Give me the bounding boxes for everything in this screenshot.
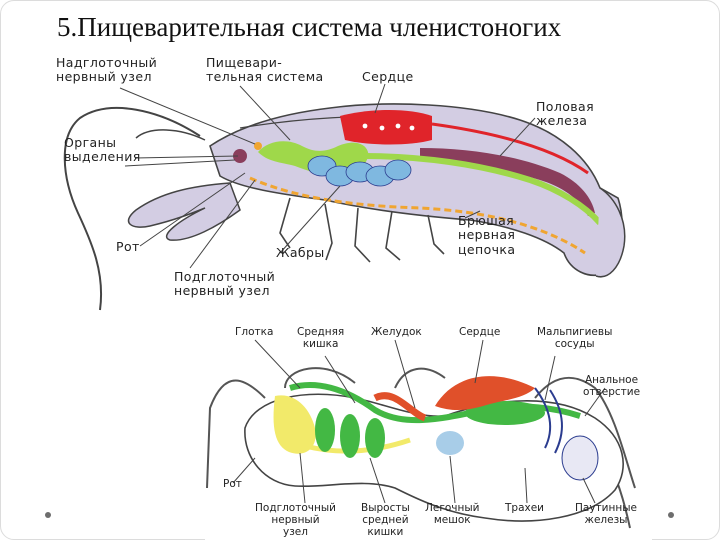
label-malpighian: Мальпигиевы сосуды xyxy=(537,326,613,351)
spider-diagram: Глотка Средняя кишка Желудок Сердце Маль… xyxy=(205,318,652,540)
label-trachea: Трахеи xyxy=(505,502,545,514)
nerve-mass xyxy=(273,395,316,454)
label-digestive-system: Пищевари- тельная система xyxy=(206,55,324,85)
leader-lines xyxy=(119,83,536,269)
heart-shape xyxy=(340,110,432,145)
label-sub-ganglion: Подглоточный нервный узел xyxy=(174,269,276,299)
spider-illustration xyxy=(206,339,636,529)
crayfish-diagram: Надглоточный нервный узел Пищевари- тель… xyxy=(40,48,634,316)
spider-leader-lines xyxy=(232,339,606,504)
book-lung xyxy=(436,431,464,455)
malpighian-tubules xyxy=(534,387,563,454)
label-midgut: Средняя кишка xyxy=(297,326,345,351)
label-anal-opening: Анальное отверстие xyxy=(583,374,641,399)
crayfish-legs xyxy=(279,197,445,263)
label-supra-ganglion: Надглоточный нервный узел xyxy=(56,55,158,85)
spider-stomach xyxy=(373,392,427,422)
crayfish-antennule xyxy=(135,129,206,141)
heart-ostia xyxy=(362,123,415,131)
label-spider-sub-ganglion: Подглоточный нервный узел xyxy=(255,502,336,539)
label-heart: Сердце xyxy=(362,69,414,84)
label-spider-heart: Сердце xyxy=(459,326,501,338)
slide-nav-dot-left xyxy=(45,512,51,518)
label-silk-glands: Паутинные железы xyxy=(575,502,637,527)
spider-body xyxy=(244,393,624,522)
dorsal-artery xyxy=(431,122,589,175)
nerve-strand xyxy=(304,437,411,454)
gills xyxy=(307,155,412,187)
label-gonad: Половая железа xyxy=(536,99,595,129)
spider-heart xyxy=(435,376,535,411)
label-mouth: Рот xyxy=(116,239,140,254)
label-spider-mouth: Рот xyxy=(223,478,242,490)
tail-fan xyxy=(595,187,626,278)
supra-ganglion xyxy=(254,142,262,150)
crayfish-claw xyxy=(127,182,241,241)
label-pharynx: Глотка xyxy=(235,326,274,338)
spider-legs xyxy=(206,367,636,529)
label-stomach: Желудок xyxy=(371,326,422,338)
label-midgut-outgrowths: Выросты средней кишки xyxy=(361,502,410,539)
crayfish-antenna xyxy=(63,107,201,311)
midgut-outgrowths xyxy=(315,401,545,458)
label-ventral-nerve-cord: Брюшая нервная цепочка xyxy=(458,213,516,257)
slide-title: 5.Пищеварительная система членистоногих xyxy=(57,12,562,42)
label-gills: Жабры xyxy=(276,245,325,260)
slide-nav-dot-right xyxy=(668,512,674,518)
excretory-organ xyxy=(233,149,247,163)
gonad-shape xyxy=(420,148,595,216)
silk-glands xyxy=(561,435,599,481)
crayfish-illustration xyxy=(63,83,626,311)
label-excretory-organs: Органы выделения xyxy=(64,135,141,165)
intestine xyxy=(364,153,603,226)
label-book-lung: Легочный мешок xyxy=(425,502,480,527)
